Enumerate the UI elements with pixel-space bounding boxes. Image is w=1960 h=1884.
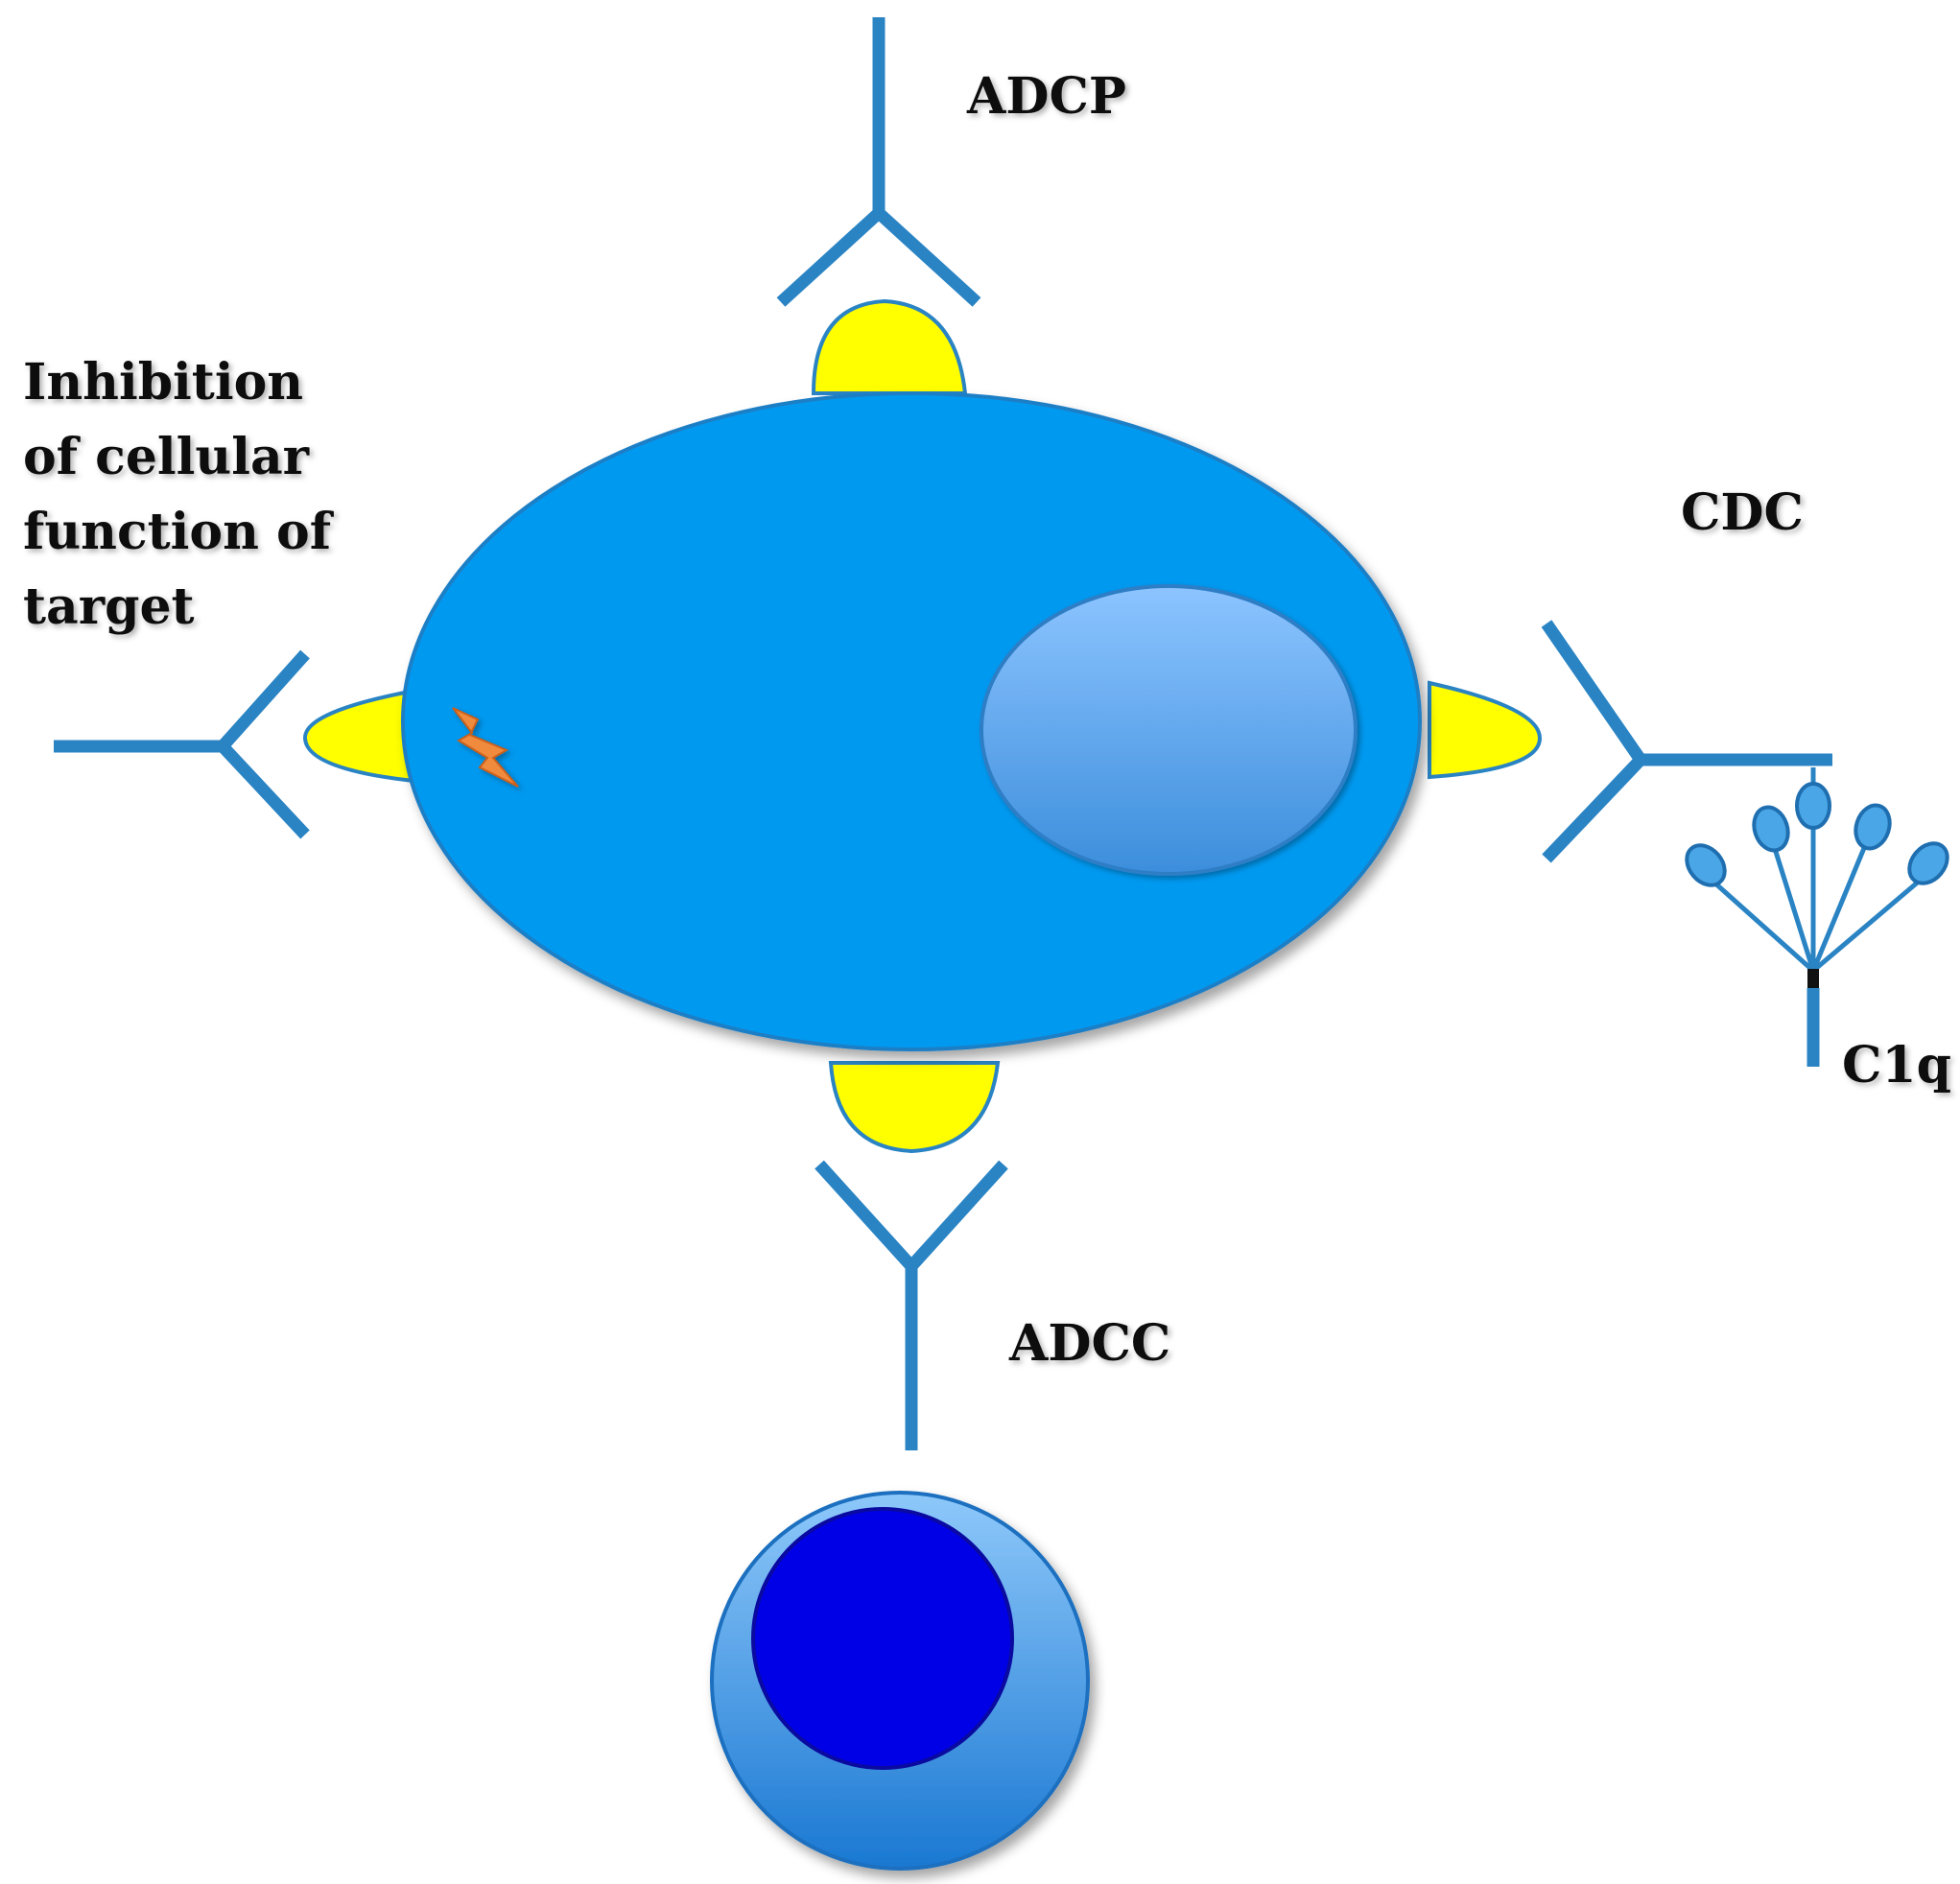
adcp-antibody [776, 17, 981, 307]
label-inhibition: Inhibition of cellular function of targe… [23, 353, 335, 636]
c1q-complement-icon [1685, 767, 1949, 1067]
label-inhibition-line-4: target [23, 577, 195, 636]
antigen-top [811, 298, 968, 395]
inhibition-antibody [54, 649, 310, 839]
label-adcp: ADCP [966, 67, 1126, 126]
target-cell [401, 391, 1422, 1051]
label-cdc: CDC [1681, 483, 1804, 542]
antigen-right [1428, 680, 1543, 780]
adcc-antibody [815, 1160, 1008, 1450]
target-cell-nucleus [980, 584, 1358, 876]
label-inhibition-line-2: of cellular [23, 428, 310, 486]
label-inhibition-line-3: function of [23, 503, 335, 561]
label-adcc: ADCC [1008, 1314, 1170, 1373]
cdc-antibody [1541, 620, 1832, 863]
antigen-left [303, 688, 416, 784]
label-c1q: C1q [1842, 1036, 1951, 1095]
antigen-bottom [828, 1061, 1001, 1154]
lightning-bolt-icon [452, 707, 519, 788]
effector-cell-nucleus [751, 1507, 1014, 1770]
label-inhibition-line-1: Inhibition [23, 353, 303, 412]
